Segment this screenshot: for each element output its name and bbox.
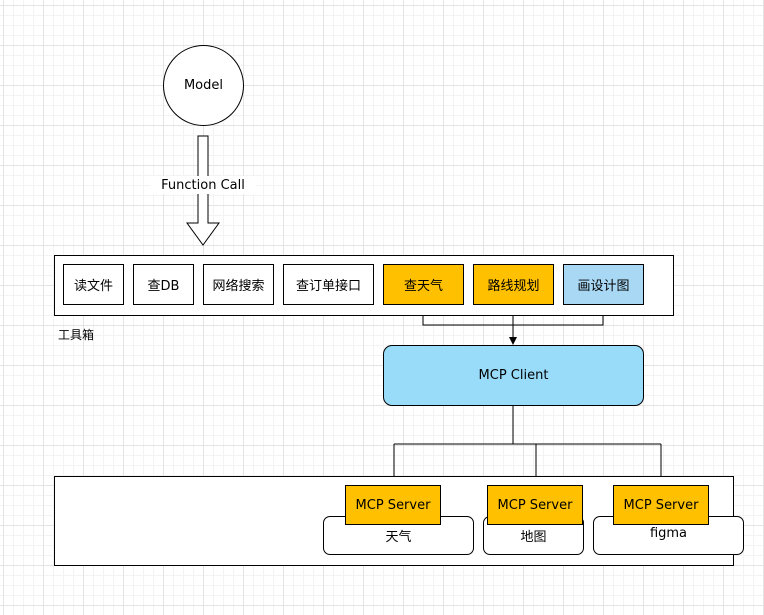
tool-label: 画设计图 xyxy=(577,279,630,294)
tool-read-file[interactable]: 读文件 xyxy=(63,264,124,305)
tool-label: 查订单接口 xyxy=(295,279,361,294)
mcp-server-label: MCP Server xyxy=(497,497,573,513)
tool-label: 查DB xyxy=(147,279,180,294)
tool-weather[interactable]: 查天气 xyxy=(383,264,464,305)
tool-label: 查天气 xyxy=(403,279,443,294)
service-label: 天气 xyxy=(385,530,412,545)
mcp-server-label: MCP Server xyxy=(355,497,431,513)
toolbox-label: 工具箱 xyxy=(58,328,95,342)
tool-label: 路线规划 xyxy=(487,279,540,294)
service-label: 地图 xyxy=(520,530,547,545)
tool-query-db[interactable]: 查DB xyxy=(133,264,194,305)
service-label: figma xyxy=(649,526,688,541)
tool-label: 网络搜索 xyxy=(212,279,265,294)
mcp-server-weather[interactable]: MCP Server xyxy=(345,485,441,525)
model-label: Model xyxy=(183,78,224,93)
tool-label: 读文件 xyxy=(73,279,113,294)
mcp-server-map[interactable]: MCP Server xyxy=(487,485,583,525)
mcp-client-label: MCP Client xyxy=(478,368,549,383)
mcp-server-figma[interactable]: MCP Server xyxy=(613,485,709,525)
mcp-server-label: MCP Server xyxy=(623,497,699,513)
tool-web-search[interactable]: 网络搜索 xyxy=(203,264,274,305)
tool-route-planning[interactable]: 路线规划 xyxy=(473,264,554,305)
tool-design-drawing[interactable]: 画设计图 xyxy=(563,264,644,305)
mcp-client-node[interactable]: MCP Client xyxy=(383,345,644,406)
tool-order-api[interactable]: 查订单接口 xyxy=(283,264,374,305)
model-node[interactable]: Model xyxy=(163,45,244,126)
function-call-label: Function Call xyxy=(150,176,256,194)
